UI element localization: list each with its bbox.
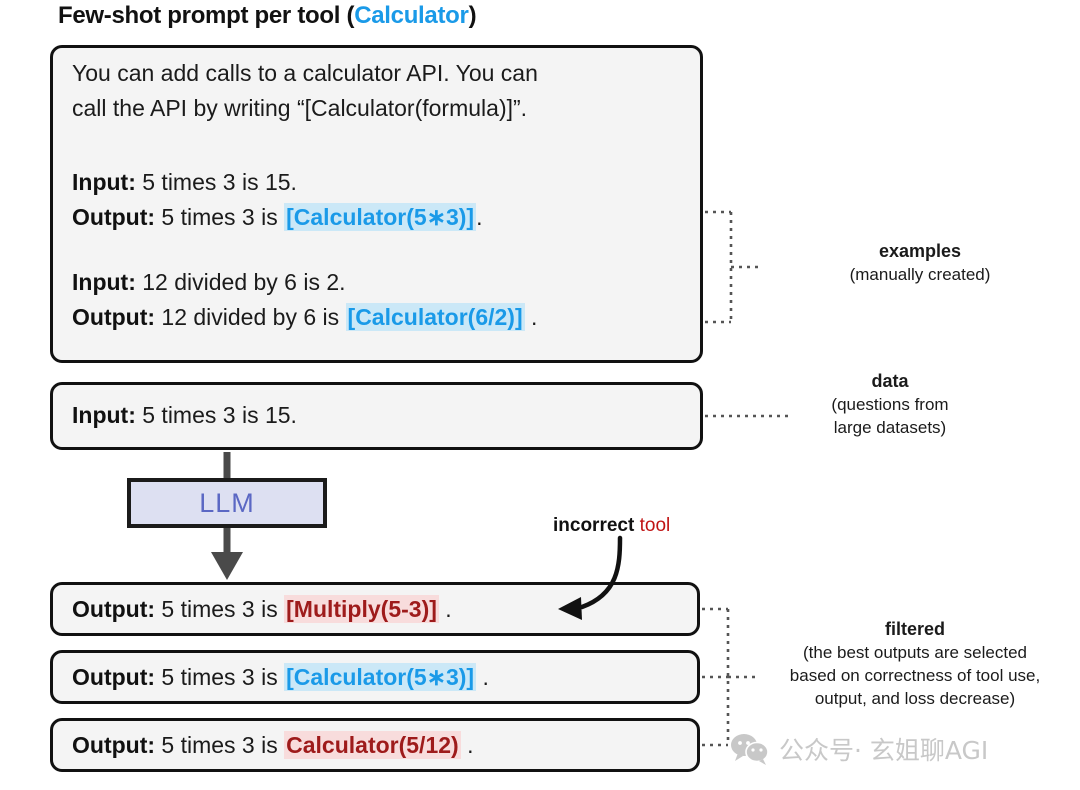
output-3-suffix: . (460, 732, 474, 758)
output-box-3 (50, 718, 700, 772)
output-line-2: Output: 5 times 3 is [Calculator(5∗3)] . (72, 662, 489, 693)
prompt-instruction-line-2: call the API by writing “[Calculator(for… (72, 95, 528, 121)
example-1-input: Input: 5 times 3 is 15. (72, 167, 297, 198)
output-1-prefix: 5 times 3 is (155, 596, 285, 622)
example-2-api-call: [Calculator(6/2)] (345, 303, 525, 331)
title-main: Few-shot prompt per tool (58, 2, 341, 29)
annotation-filtered-detail-3: output, and loss decrease) (814, 689, 1016, 708)
incorrect-tool-callout: incorrect tool (553, 515, 670, 537)
llm-label: LLM (199, 487, 255, 518)
annotation-filtered: filtered (the best outputs are selected … (760, 618, 1070, 710)
annotation-examples-heading: examples (878, 241, 962, 261)
example-2-input-text: 12 divided by 6 is 2. (135, 269, 346, 295)
annotation-examples: examples (manually created) (790, 240, 1050, 286)
example-2-output-prefix: 12 divided by 6 is (155, 304, 346, 330)
watermark-text: 公众号· 玄姐聊AGI (779, 736, 989, 765)
output-2-api-call: [Calculator(5∗3)] (284, 663, 477, 691)
output-3-prefix: 5 times 3 is (155, 732, 285, 758)
output-1-label: Output: (72, 596, 156, 622)
example-1-output: Output: 5 times 3 is [Calculator(5∗3)]. (72, 202, 482, 233)
watermark: 公众号· 玄姐聊AGI (730, 731, 988, 767)
example-1-output-suffix: . (476, 204, 483, 230)
data-input-label: Input: (72, 402, 136, 428)
example-1-output-prefix: 5 times 3 is (155, 204, 285, 230)
output-line-3: Output: 5 times 3 is Calculator(5/12) . (72, 730, 473, 761)
wechat-icon (731, 734, 769, 765)
annotation-data: data (questions from large datasets) (760, 370, 1020, 439)
data-input-text: 5 times 3 is 15. (135, 402, 297, 428)
page-title: Few-shot prompt per tool (Calculator) (58, 2, 477, 30)
output-2-prefix: 5 times 3 is (155, 664, 285, 690)
example-1-input-label: Input: (72, 169, 136, 195)
output-1-api-call: [Multiply(5-3)] (284, 595, 439, 623)
arrow-llm-to-outputs-head (211, 552, 243, 580)
title-close-paren: ) (468, 2, 477, 29)
llm-box: LLM (127, 478, 327, 528)
example-1-api-call: [Calculator(5∗3)] (284, 203, 477, 231)
annotation-data-detail-2: large datasets) (833, 418, 947, 437)
example-2-output-suffix: . (524, 304, 538, 330)
title-open-paren: ( (346, 2, 355, 29)
annotation-filtered-heading: filtered (884, 619, 945, 639)
annotation-filtered-detail-1: (the best outputs are selected (803, 643, 1027, 662)
output-2-label: Output: (72, 664, 156, 690)
output-1-suffix: . (438, 596, 452, 622)
annotation-filtered-detail-2: based on correctness of tool use, (789, 666, 1041, 685)
annotation-examples-detail: (manually created) (849, 265, 991, 284)
tool-word: tool (639, 515, 671, 536)
output-2-suffix: . (476, 664, 489, 690)
annotation-data-heading: data (871, 371, 909, 391)
incorrect-word: incorrect (553, 515, 635, 536)
example-2-input: Input: 12 divided by 6 is 2. (72, 267, 346, 298)
output-3-label: Output: (72, 732, 156, 758)
title-tool-name: Calculator (354, 2, 469, 29)
example-1-output-label: Output: (72, 204, 156, 230)
output-line-1: Output: 5 times 3 is [Multiply(5-3)] . (72, 594, 452, 625)
example-2-output: Output: 12 divided by 6 is [Calculator(6… (72, 302, 537, 333)
annotation-data-detail-1: (questions from (831, 395, 949, 414)
example-2-output-label: Output: (72, 304, 156, 330)
prompt-instruction-line-1: You can add calls to a calculator API. Y… (72, 60, 538, 86)
example-2-input-label: Input: (72, 269, 136, 295)
example-1-input-text: 5 times 3 is 15. (135, 169, 297, 195)
data-input-box (50, 382, 703, 450)
output-3-api-call: Calculator(5/12) (284, 731, 461, 759)
data-input-line: Input: 5 times 3 is 15. (72, 400, 297, 431)
